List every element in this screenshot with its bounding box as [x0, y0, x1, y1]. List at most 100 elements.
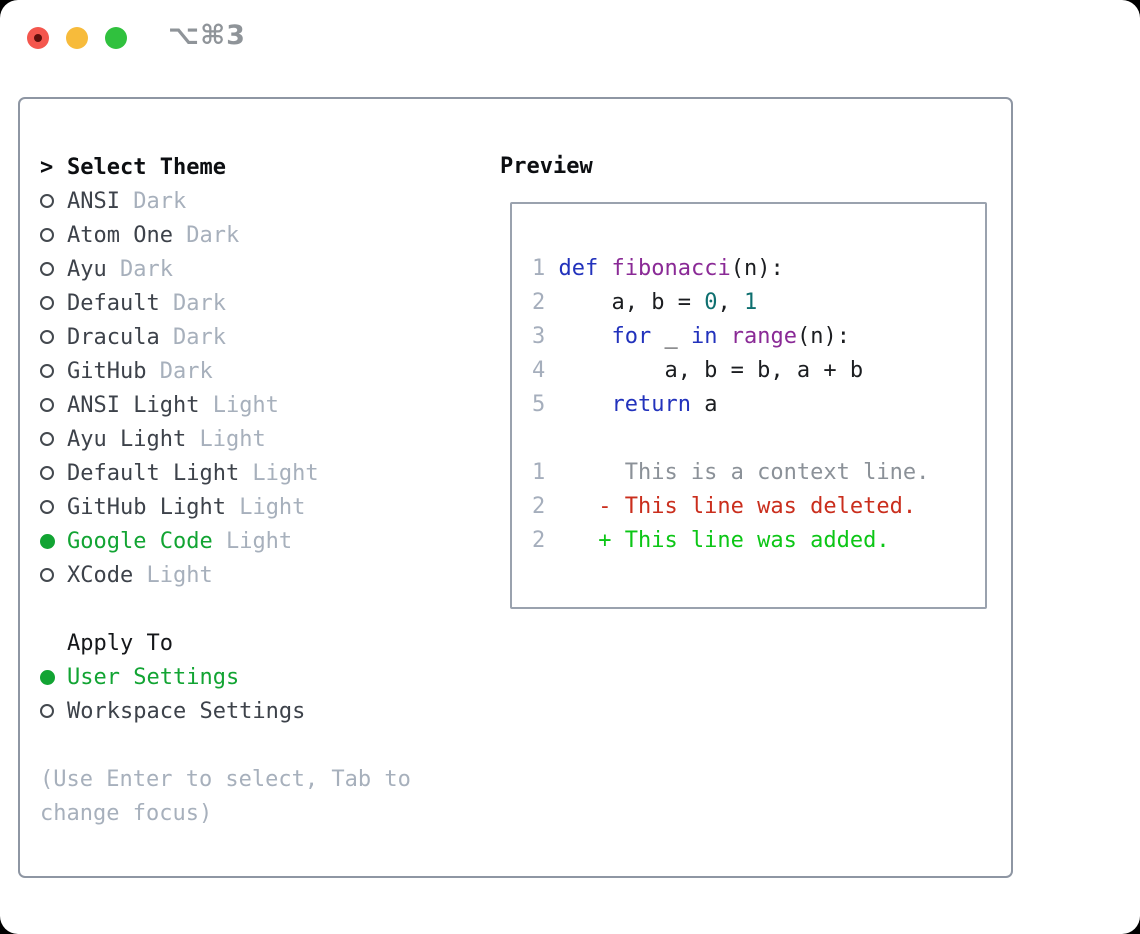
spacer — [40, 592, 500, 626]
code-token-plain: (n): — [796, 324, 850, 349]
code-token-plain: a — [690, 392, 718, 417]
theme-variant-label: Light — [199, 392, 279, 418]
theme-variant-label: Light — [212, 528, 293, 554]
theme-option-github-light[interactable]: GitHub Light Light — [40, 490, 500, 524]
preview-title: Preview — [500, 154, 593, 179]
theme-option-ayu-light[interactable]: Ayu Light Light — [40, 422, 500, 456]
code-token-plain: _ — [651, 324, 691, 349]
code-token-kw: return — [611, 392, 691, 417]
focus-caret-icon: > — [40, 154, 54, 180]
theme-option-label: XCode — [67, 562, 134, 588]
code-token-plain: (n): — [730, 256, 784, 281]
theme-option-default[interactable]: Default Dark — [40, 286, 500, 320]
theme-option-ansi[interactable]: ANSI Dark — [40, 184, 500, 218]
radio-icon — [40, 704, 67, 718]
line-number: 2 — [532, 528, 546, 553]
code-token-kw: def — [558, 256, 599, 281]
minimize-button[interactable] — [66, 26, 88, 49]
radio-icon — [40, 330, 67, 344]
preview-blank-line — [532, 422, 985, 456]
theme-option-ayu[interactable]: Ayu Dark — [40, 252, 500, 286]
radio-icon — [40, 432, 67, 446]
line-number: 4 — [532, 358, 546, 383]
theme-variant-label: Dark — [159, 290, 226, 316]
theme-variant-label: Dark — [159, 324, 226, 350]
code-token-plain — [717, 324, 730, 349]
window-titlebar — [27, 26, 127, 49]
radio-icon — [40, 568, 67, 582]
theme-option-xcode[interactable]: XCode Light — [40, 558, 500, 592]
preview-line: 2 - This line was deleted. — [532, 490, 985, 524]
select-theme-title: Select Theme — [67, 154, 226, 180]
radio-icon — [40, 500, 67, 514]
code-token-plain — [558, 324, 611, 349]
code-token-plain: , — [717, 290, 744, 315]
selected-radio-icon — [40, 669, 67, 685]
select-theme-header: > Select Theme — [40, 150, 500, 184]
theme-variant-label: Dark — [172, 222, 240, 248]
apply-to-title: Apply To — [67, 630, 173, 656]
theme-option-label: Default — [67, 290, 160, 316]
zoom-button[interactable] — [105, 26, 127, 49]
radio-icon — [40, 296, 67, 310]
preview-line: 4 a, b = b, a + b — [532, 354, 985, 388]
apply-option-workspace-settings[interactable]: Workspace Settings — [40, 694, 500, 728]
theme-option-label: ANSI Light — [67, 392, 200, 418]
radio-icon — [40, 398, 67, 412]
radio-icon — [40, 364, 67, 378]
help-text-line: (Use Enter to select, Tab to — [40, 766, 411, 792]
preview-line: 3 for _ in range(n): — [532, 320, 985, 354]
theme-option-dracula[interactable]: Dracula Dark — [40, 320, 500, 354]
theme-option-label: Atom One — [67, 222, 173, 248]
apply-option-label: User Settings — [67, 664, 240, 690]
code-token-context: This is a context line. — [558, 460, 930, 485]
theme-option-label: Dracula — [67, 324, 160, 350]
theme-option-label: ANSI — [67, 188, 120, 214]
theme-variant-label: Light — [225, 494, 306, 520]
code-token-deleted: - This line was deleted. — [558, 494, 917, 519]
code-token-added: + This line was added. — [558, 528, 890, 553]
line-number: 5 — [532, 392, 546, 417]
code-token-plain — [558, 392, 611, 417]
theme-option-github[interactable]: GitHub Dark — [40, 354, 500, 388]
code-token-lit: 0 — [704, 290, 718, 315]
close-dot-icon — [34, 33, 42, 42]
theme-option-label: Ayu Light — [67, 426, 187, 452]
spacer — [40, 728, 500, 762]
preview-line: 2 + This line was added. — [532, 524, 985, 558]
preview-line: 2 a, b = 0, 1 — [532, 286, 985, 320]
apply-option-user-settings[interactable]: User Settings — [40, 660, 500, 694]
theme-option-default-light[interactable]: Default Light Light — [40, 456, 500, 490]
radio-icon — [40, 262, 67, 276]
theme-option-label: Google Code — [67, 528, 213, 554]
radio-icon — [40, 228, 67, 242]
code-token-kw: for — [611, 324, 652, 349]
preview-line: 5 return a — [532, 388, 985, 422]
close-button[interactable] — [27, 26, 49, 49]
radio-icon — [40, 194, 67, 208]
theme-option-label: Default Light — [67, 460, 240, 486]
help-text-line: change focus) — [40, 800, 213, 826]
theme-variant-label: Dark — [146, 358, 213, 384]
theme-variant-label: Light — [239, 460, 319, 486]
line-number: 2 — [532, 290, 546, 315]
theme-option-label: Ayu — [67, 256, 107, 282]
code-token-kw: in — [690, 324, 718, 349]
code-token-plain: a, b = — [558, 290, 705, 315]
code-token-fn: range — [730, 324, 797, 349]
theme-option-ansi-light[interactable]: ANSI Light Light — [40, 388, 500, 422]
line-number: 2 — [532, 494, 546, 519]
selected-radio-icon — [40, 533, 67, 549]
theme-option-atom-one[interactable]: Atom One Dark — [40, 218, 500, 252]
theme-option-google-code[interactable]: Google Code Light — [40, 524, 500, 558]
code-token-plain: a, b = b, a + b — [558, 358, 864, 383]
line-number: 1 — [532, 256, 546, 281]
